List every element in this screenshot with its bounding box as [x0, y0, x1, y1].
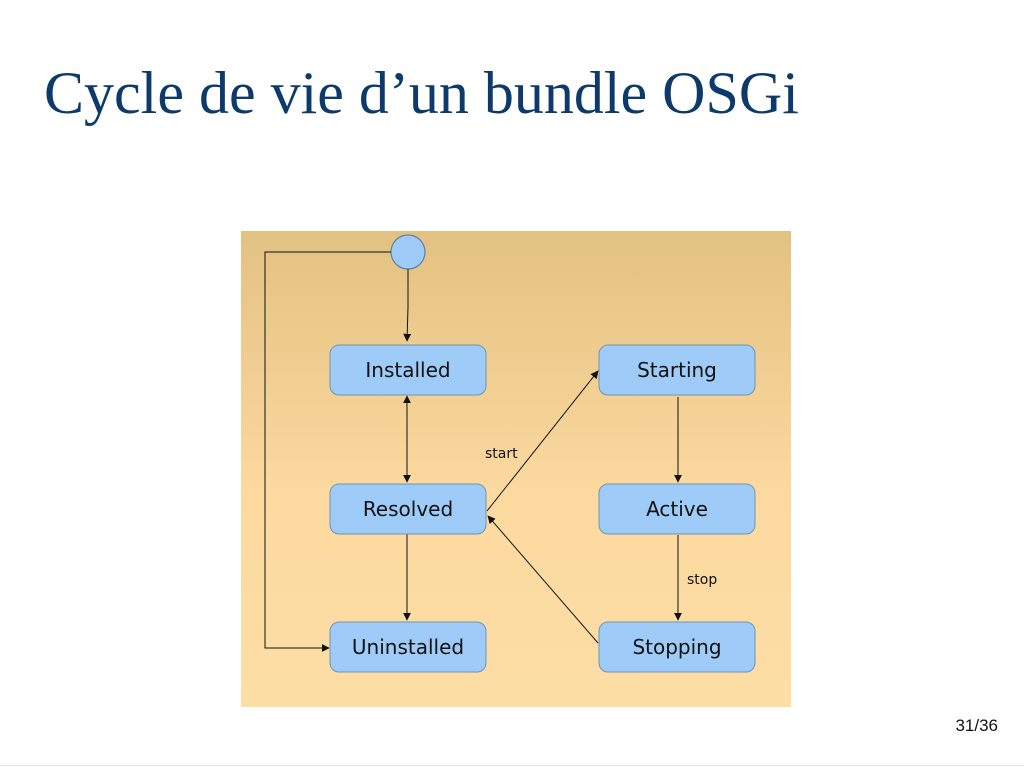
transition-stop-label: stop: [687, 572, 717, 588]
transition-arrows: [264, 251, 682, 652]
state-installed: Installed: [329, 344, 487, 396]
state-active-box: [598, 483, 756, 535]
edge-stopping-to-resolved: [487, 515, 599, 644]
state-diagram-canvas: Installed Resolved Uninstalled Starting …: [241, 231, 791, 707]
state-installed-box: [329, 344, 487, 396]
state-starting-label: Starting: [637, 358, 717, 382]
state-uninstalled-box: [329, 621, 487, 673]
state-installed-label: Installed: [365, 358, 450, 382]
state-uninstalled: Uninstalled: [329, 621, 487, 673]
state-resolved-label: Resolved: [363, 497, 453, 521]
edge-resolved-to-starting: [486, 370, 599, 512]
state-starting-box: [598, 344, 756, 396]
state-stopping: Stopping: [598, 621, 756, 673]
state-uninstalled-label: Uninstalled: [352, 635, 464, 659]
state-resolved-box: [329, 483, 487, 535]
page-number: 31/36: [955, 716, 998, 735]
state-starting: Starting: [598, 344, 756, 396]
initial-state-node: [390, 234, 426, 270]
state-active: Active: [598, 483, 756, 535]
state-stopping-box: [598, 621, 756, 673]
state-diagram: Installed Resolved Uninstalled Starting …: [241, 231, 791, 707]
edge-initial-to-installed: [403, 269, 412, 342]
state-active-label: Active: [646, 497, 708, 521]
edge-initial-to-uninstalled: [264, 251, 391, 652]
state-stopping-label: Stopping: [632, 635, 721, 659]
transition-start-label: start: [485, 446, 518, 462]
bottom-divider: [0, 765, 1024, 766]
slide-title: Cycle de vie d’un bundle OSGi: [44, 60, 799, 126]
state-resolved: Resolved: [329, 483, 487, 535]
